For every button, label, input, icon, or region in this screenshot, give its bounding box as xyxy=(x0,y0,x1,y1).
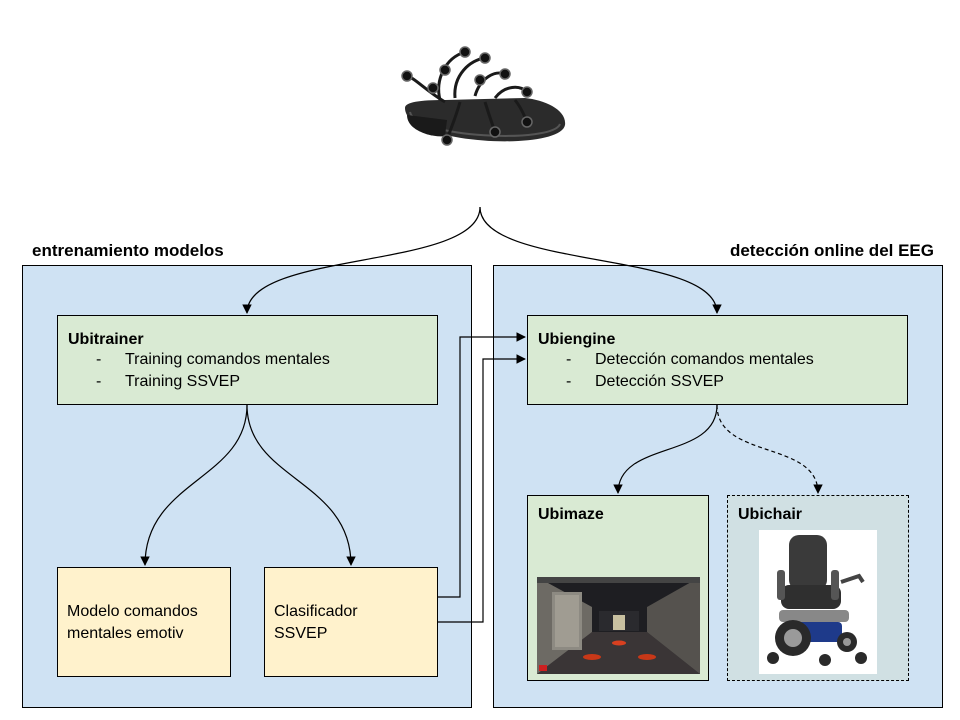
ubimaze-title: Ubimaze xyxy=(538,506,604,523)
maze-game-image xyxy=(537,577,700,674)
ubitrainer-list: Training comandos mentales Training SSVE… xyxy=(68,349,437,393)
list-item: Training comandos mentales xyxy=(68,349,437,371)
ubiengine-list: Detección comandos mentales Detección SS… xyxy=(538,349,907,393)
ubiengine-box: Ubiengine Detección comandos mentales De… xyxy=(527,315,908,405)
ubitrainer-box: Ubitrainer Training comandos mentales Tr… xyxy=(57,315,438,405)
ubichair-title: Ubichair xyxy=(738,506,803,523)
modelo-line1: Modelo comandos xyxy=(67,603,198,620)
list-item: Training SSVEP xyxy=(68,371,437,393)
online-section-label: detección online del EEG xyxy=(729,241,934,260)
clasificador-line2: SSVEP xyxy=(274,625,328,642)
clasificador-line1: Clasificador xyxy=(274,603,358,620)
ubiengine-title: Ubiengine xyxy=(538,331,616,348)
ubitrainer-title: Ubitrainer xyxy=(68,331,144,348)
eeg-headset-icon xyxy=(385,40,575,165)
modelo-line2: mentales emotiv xyxy=(67,625,184,642)
training-section-label: entrenamiento modelos xyxy=(32,241,224,260)
list-item: Detección comandos mentales xyxy=(538,349,907,371)
wheelchair-image xyxy=(759,530,877,674)
modelo-box: Modelo comandos mentales emotiv xyxy=(57,567,231,677)
list-item: Detección SSVEP xyxy=(538,371,907,393)
clasificador-box: Clasificador SSVEP xyxy=(264,567,438,677)
